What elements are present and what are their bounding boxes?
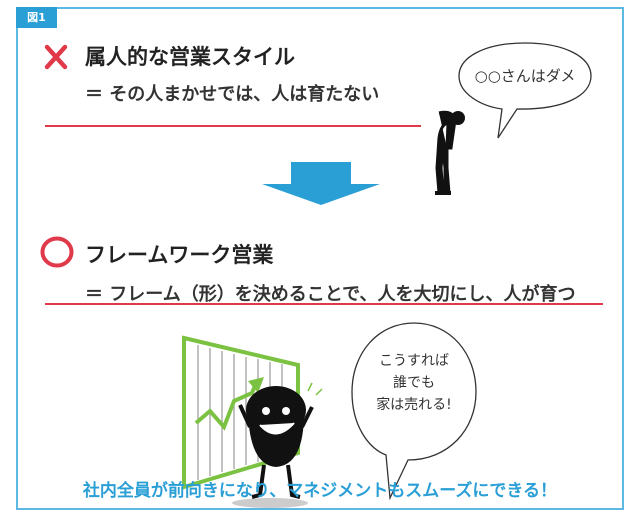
good-speech-line: 家は売れる! xyxy=(376,397,452,413)
good-subtitle: ＝ フレーム（形）を決めることで、人を大切にし、人が育つ xyxy=(85,284,576,305)
figure-label: 図1 xyxy=(16,7,57,28)
circle-icon xyxy=(40,236,74,268)
good-underline xyxy=(45,303,603,305)
bad-title: 属人的な営業スタイル xyxy=(85,45,295,69)
bad-underline xyxy=(45,125,421,127)
good-title: フレームワーク営業 xyxy=(85,243,274,267)
bowing-person-icon xyxy=(435,110,465,195)
cross-icon xyxy=(44,44,68,70)
conclusion-text: 社内全員が前向きになり、マネジメントもスムーズにできる！ xyxy=(82,481,558,501)
good-speech-line: こうすれば xyxy=(379,353,449,369)
rising-chart-illustration xyxy=(182,335,323,508)
bad-subtitle: ＝ その人まかせでは、人は育たない xyxy=(85,84,380,105)
speech-bubble xyxy=(351,322,477,501)
bad-speech: ○○さんはダメ xyxy=(474,67,576,85)
figure-frame xyxy=(16,7,624,510)
good-speech-line: 誰でも xyxy=(393,375,435,391)
speech-bubble xyxy=(458,42,592,139)
down-arrow-icon xyxy=(262,162,380,205)
